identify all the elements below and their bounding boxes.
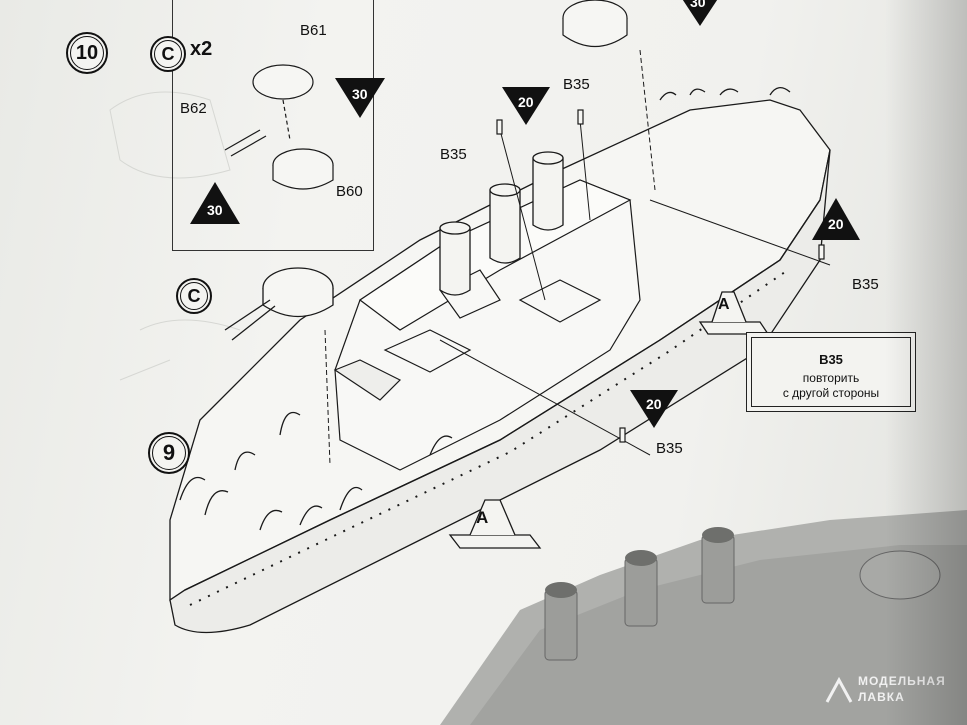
part-label-b62: B62	[180, 100, 207, 117]
page-edge-shadow	[885, 0, 967, 725]
part-label-b61: B61	[300, 22, 327, 39]
triangle-icon	[812, 198, 860, 240]
step-number-9: 9	[148, 432, 190, 474]
subassembly-c-letter-deck: C	[187, 285, 201, 306]
watermark-line-2: ЛАВКА	[858, 690, 905, 704]
subassembly-multiplier: x2	[190, 38, 213, 60]
forward-turret	[224, 267, 334, 341]
inset-turret	[224, 64, 334, 190]
model-photo	[440, 510, 967, 725]
part-label-b35-right: B35	[852, 276, 879, 293]
watermark: МОДЕЛЬНАЯ ЛАВКА	[820, 664, 960, 714]
triangle-icon	[335, 78, 385, 118]
step-number-9-text: 9	[162, 440, 176, 465]
inset-box	[172, 0, 374, 251]
watermark-line-1: МОДЕЛЬНАЯ	[858, 674, 946, 688]
leader-lines	[324, 49, 831, 466]
triangle-icon	[630, 390, 678, 428]
step-number-10: 10	[66, 32, 108, 74]
triangle-icon	[190, 182, 240, 224]
triangle-icon	[502, 87, 550, 125]
show-through-lines	[109, 91, 241, 381]
note-box: B35 повторить с другой стороны	[746, 332, 916, 412]
b35-parts	[496, 109, 825, 443]
stand-letter-front: A	[476, 508, 489, 527]
funnels	[439, 151, 564, 296]
subassembly-c-marker-deck: C	[176, 278, 212, 314]
step-number-10-text: 10	[75, 41, 99, 64]
part-label-b35-left: B35	[440, 146, 467, 163]
subassembly-c-letter-inset: C	[161, 43, 175, 64]
davits	[179, 87, 791, 531]
stand-letter-rear: A	[718, 296, 730, 313]
aft-turret	[562, 0, 628, 47]
part-label-b60: B60	[336, 183, 363, 200]
display-stands	[448, 291, 770, 549]
watermark-logo-icon	[825, 676, 853, 703]
subassembly-c-marker-inset: C	[150, 36, 186, 72]
part-label-b35-bottom: B35	[656, 440, 683, 457]
part-label-b35-top: B35	[563, 76, 590, 93]
triangle-icon	[682, 0, 718, 26]
